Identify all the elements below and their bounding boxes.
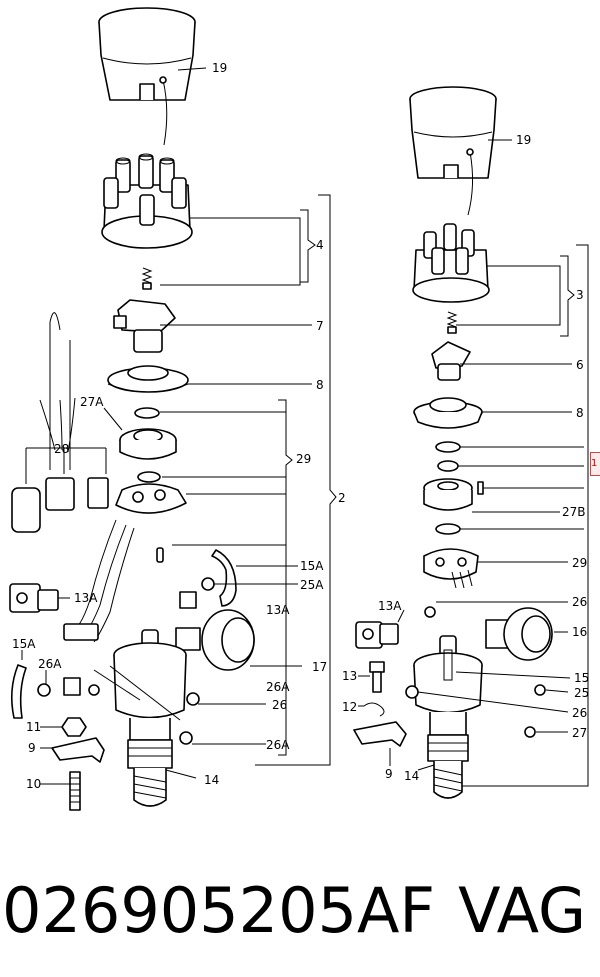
left-distributor-housing	[113, 629, 200, 807]
left-label-4: 4	[316, 238, 324, 252]
exploded-distributor-diagram: 19 4 7 8 27A 29 2 28 15A 25A 13A 13A 15A…	[9, 7, 589, 811]
right-label-15: 15	[574, 671, 589, 685]
right-label-14: 14	[404, 769, 419, 783]
left-impulse-sender	[115, 483, 187, 563]
left-connector-13a	[9, 583, 59, 613]
left-label-15a-2: 15A	[12, 637, 36, 651]
right-label-3: 3	[576, 288, 584, 302]
right-dust-shield	[413, 397, 483, 429]
right-label-12: 12	[342, 700, 357, 714]
right-breaker-plate-27b	[423, 478, 473, 511]
left-bracket-26a	[37, 677, 100, 697]
right-bolt-13	[369, 661, 385, 693]
left-snap-ring-upper	[134, 407, 160, 419]
right-vacuum-unit-16	[485, 607, 553, 661]
right-label-19: 19	[516, 133, 531, 147]
right-pin	[477, 481, 484, 495]
right-screw-26-upper	[424, 606, 436, 618]
right-label-29: 29	[572, 556, 587, 570]
left-label-26a-3: 26A	[266, 738, 290, 752]
right-label-8: 8	[576, 406, 584, 420]
left-clip-15a	[10, 664, 27, 719]
left-nut-11	[61, 717, 87, 737]
right-label-26-2: 26	[572, 706, 587, 720]
left-bracket-13a-upper	[179, 591, 197, 609]
left-dust-shield	[107, 365, 189, 393]
left-label-15a: 15A	[300, 559, 324, 573]
left-vacuum-unit-17	[175, 609, 255, 671]
right-label-16: 16	[572, 625, 587, 639]
right-callout-labels: 19 3 6 8 27B 29 13A 26 16 13 15 25 12 26…	[342, 133, 589, 783]
left-label-26: 26	[272, 698, 287, 712]
right-assembly: 19 3 6 8 27B 29 13A 26 16 13 15 25 12 26…	[342, 86, 589, 799]
left-label-11: 11	[26, 720, 41, 734]
left-label-19: 19	[212, 61, 227, 75]
edge-page-tab: 1	[590, 452, 600, 476]
right-label-27: 27	[572, 726, 587, 740]
left-label-13a-2: 13A	[266, 603, 290, 617]
left-screw-25a	[201, 577, 215, 591]
right-label-27b: 27B	[562, 505, 586, 519]
left-label-7: 7	[316, 319, 324, 333]
left-label-25a: 25A	[300, 578, 324, 592]
left-distributor-cap	[101, 153, 193, 290]
left-breaker-plate-27a	[119, 428, 177, 460]
left-label-17: 17	[312, 660, 327, 674]
caption-bar: 026905205AF VAG	[0, 856, 600, 966]
right-leader-lines	[358, 139, 589, 787]
right-label-6: 6	[576, 358, 584, 372]
left-label-8: 8	[316, 378, 324, 392]
left-label-14: 14	[204, 773, 219, 787]
right-label-25: 25	[574, 686, 589, 700]
right-label-13: 13	[342, 669, 357, 683]
right-label-26: 26	[572, 595, 587, 609]
left-stud-10	[69, 771, 81, 811]
right-clip-12	[363, 702, 385, 717]
right-clamp-9	[353, 721, 407, 747]
right-impulse-sender-29	[423, 548, 479, 589]
left-label-29: 29	[296, 452, 311, 466]
right-dust-cover	[409, 86, 497, 216]
left-label-2: 2	[338, 491, 346, 505]
left-label-26a-2: 26A	[266, 680, 290, 694]
left-rotor	[113, 299, 176, 353]
right-bearing-ring	[437, 460, 459, 472]
right-connector-13a	[355, 621, 399, 649]
brand-name: VAG	[458, 874, 586, 947]
left-dust-cover	[98, 7, 196, 146]
left-callout-labels: 19 4 7 8 27A 29 2 28 15A 25A 13A 13A 15A…	[12, 61, 346, 791]
left-label-28: 28	[54, 442, 69, 456]
left-label-9: 9	[28, 741, 36, 755]
right-distributor-cap	[412, 223, 490, 334]
left-clamp-9	[51, 737, 105, 763]
right-rotor	[431, 341, 471, 381]
right-snap-ring-2	[435, 523, 461, 535]
right-snap-ring-1	[435, 441, 461, 453]
left-wiring-harness	[11, 312, 135, 643]
left-assembly: 19 4 7 8 27A 29 2 28 15A 25A 13A 13A 15A…	[9, 7, 346, 811]
left-leader-lines	[21, 67, 337, 785]
left-label-13a: 13A	[74, 591, 98, 605]
left-label-27a: 27A	[80, 395, 104, 409]
right-label-9: 9	[385, 767, 393, 781]
left-label-26a: 26A	[38, 657, 62, 671]
left-label-10: 10	[26, 777, 41, 791]
right-label-13a: 13A	[378, 599, 402, 613]
part-number: 026905205AF	[2, 874, 436, 947]
left-clip-15a-upper	[211, 549, 237, 607]
left-snap-ring-lower	[137, 471, 161, 483]
